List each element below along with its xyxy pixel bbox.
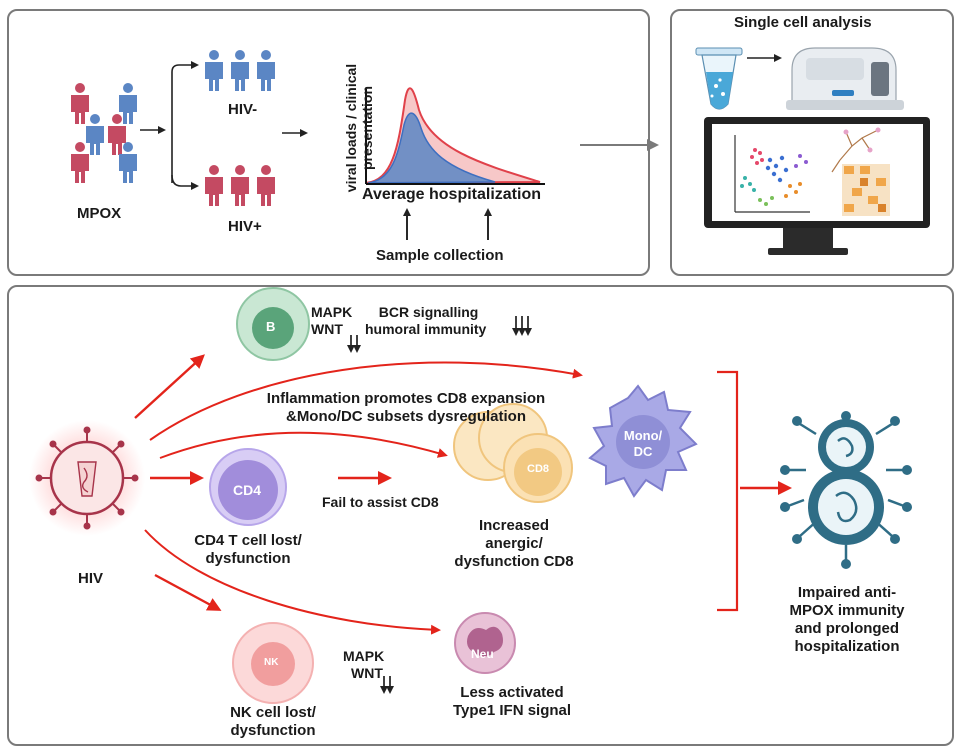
cd4-cell-icon: [209, 448, 287, 526]
hiv-label: HIV: [78, 570, 104, 587]
bcr-line2: humoral immunity: [365, 321, 487, 337]
sample-collection-label: Sample collection: [376, 247, 504, 264]
mono-line2: DC: [633, 444, 653, 459]
inflammation-label: Inflammation promotes CD8 expansion &Mon…: [236, 390, 576, 426]
downregulation-arrows: [347, 316, 532, 694]
outcome-line4: hospitalization: [794, 638, 900, 655]
hiv-positive-people-icons: [205, 165, 275, 206]
neu-letter: Neu: [471, 647, 494, 661]
cd8-letter: CD8: [527, 463, 550, 475]
outcome-description: Impaired anti- MPOX immunity and prolong…: [782, 584, 912, 656]
sample-collection-arrows: [403, 208, 492, 240]
mechanism-panel: [7, 285, 954, 746]
outcome-line3: and prolonged: [794, 620, 900, 637]
mpox-label: MPOX: [77, 205, 122, 222]
cd4-description: CD4 T cell lost/ dysfunction: [178, 532, 318, 568]
y-axis-label-line1: viral loads / clinical: [343, 63, 359, 193]
cd4-letter: CD4: [233, 482, 262, 498]
nk-mapk-line1: MAPK: [343, 648, 385, 664]
x-axis-label: Average hospitalization: [362, 186, 541, 203]
hiv-virus-icon: [29, 420, 145, 536]
cd8-desc-line1: Increased: [478, 517, 550, 534]
inflammation-line2: &Mono/DC subsets dysregulation: [285, 408, 527, 425]
impaired-immunity-virion-icon: [780, 411, 912, 569]
hiv-positive-label: HIV+: [228, 218, 262, 235]
mpox-cohort-icons: [71, 83, 137, 183]
nk-letter: NK: [264, 657, 279, 668]
trajectory-and-heatmap: [831, 127, 890, 216]
cd4-desc-line1: CD4 T cell lost/: [194, 532, 302, 549]
nk-cell-icon: [232, 622, 314, 704]
neutrophil-description: Less activated Type1 IFN signal: [432, 684, 592, 720]
neu-desc-line2: Type1 IFN signal: [452, 702, 572, 719]
hiv-negative-label: HIV-: [228, 101, 258, 118]
bcr-signalling-label: BCR signalling humoral immunity: [365, 304, 486, 338]
sample-tube-icon: [695, 47, 743, 110]
neutrophil-icon: [454, 612, 516, 674]
bcr-line1: BCR signalling: [378, 304, 479, 320]
outcome-line2: MPOX immunity: [789, 602, 905, 619]
inflammation-line1: Inflammation promotes CD8 expansion: [266, 390, 546, 407]
outcome-line1: Impaired anti-: [797, 584, 897, 601]
hiv-negative-people-icons: [205, 50, 275, 91]
nk-description: NK cell lost/ dysfunction: [218, 704, 328, 740]
nk-mapk-line2: WNT: [351, 665, 383, 681]
nk-mapk-label: MAPK WNT: [343, 648, 384, 682]
sequencer-icon: [786, 47, 904, 110]
y-axis-label-line2: presentation: [359, 86, 375, 171]
cd8-desc-line3: dysfunction CD8: [454, 553, 574, 570]
b-cell-letter: B: [266, 319, 276, 334]
cohort-split-arrows: [140, 61, 308, 190]
cd4-desc-line2: dysfunction: [205, 550, 291, 567]
b-cell-mapk-label: MAPK WNT: [311, 304, 352, 338]
b-cell-icon: [236, 287, 310, 361]
viral-load-curves: [365, 87, 545, 185]
b-mapk-line2: WNT: [311, 321, 343, 337]
single-cell-title: Single cell analysis: [734, 14, 872, 31]
mono-dc-cell-icon: [588, 384, 698, 498]
hiv-effect-arrows: [134, 354, 792, 635]
mono-line1: Mono/: [623, 428, 663, 443]
monitor-icon: [704, 117, 930, 255]
cd8-cells-icon: [453, 403, 573, 503]
neu-desc-line1: Less activated: [460, 684, 564, 701]
b-mapk-line1: MAPK: [311, 304, 353, 320]
nk-desc-line2: dysfunction: [230, 722, 316, 739]
fail-to-assist-label: Fail to assist CD8: [322, 494, 439, 510]
mono-dc-letter: Mono/ DC: [613, 428, 673, 460]
nk-desc-line1: NK cell lost/: [230, 704, 316, 721]
umap-scatter-plot: [740, 148, 808, 206]
cd8-description: Increased anergic/ dysfunction CD8: [434, 517, 594, 571]
cd8-desc-line2: anergic/: [485, 535, 543, 552]
y-axis-label: viral loads / clinical presentation: [343, 64, 375, 192]
